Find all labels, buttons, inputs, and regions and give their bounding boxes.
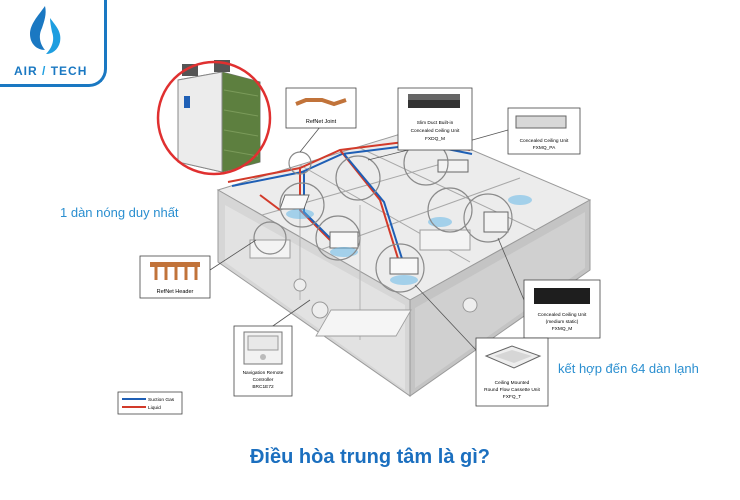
legend-liquid-label: Liquid	[148, 405, 161, 411]
label-refnet-header: RefNet Header	[139, 255, 211, 299]
concealed-pa-label-line2: FXMQ_PA	[533, 145, 556, 151]
logo-box: AIR / TECH	[0, 0, 107, 87]
slim-duct-label-line3: FXDQ_M	[425, 136, 445, 142]
indoor-callout: kết hợp đến 64 dàn lạnh	[558, 361, 699, 376]
slim-duct-label-line1: Slim Duct Built-in	[417, 120, 454, 126]
label-remote-controller: Navigation Remote Controller BRC1E72	[233, 325, 293, 397]
water-drop-logo-icon	[30, 6, 61, 54]
concealed-m-label-line3: FXMQ_M	[552, 326, 573, 332]
label-refnet-joint: RefNet Joint	[285, 87, 357, 129]
cassette-label-line2: Round Flow Cassette Unit	[484, 387, 540, 393]
concealed-pa-label-line1: Concealed Ceiling Unit	[520, 138, 569, 144]
pipe-legend: Suction Gas Liquid	[117, 391, 183, 415]
outdoor-unit	[177, 60, 261, 173]
remote-label-line1: Navigation Remote	[243, 370, 284, 376]
remote-label-line3: BRC1E72	[252, 384, 274, 390]
refnet-header-label: RefNet Header	[157, 289, 194, 295]
label-slim-duct: Slim Duct Built-in Concealed Ceiling Uni…	[397, 87, 473, 151]
cassette-label-line3: FXFQ_T	[503, 394, 521, 400]
outdoor-unit-highlight-circle	[156, 60, 272, 176]
callout-connectors	[209, 126, 525, 351]
concealed-m-label-line1: Concealed Ceiling Unit	[538, 312, 587, 318]
page-caption: Điều hòa trung tâm là gì?	[249, 446, 490, 468]
legend-suction-label: Suction Gas	[148, 397, 175, 403]
cassette-label-line1: Ceiling Mounted	[495, 380, 530, 386]
refnet-joint-label: RefNet Joint	[306, 119, 337, 125]
label-cassette: Ceiling Mounted Round Flow Cassette Unit…	[475, 337, 549, 407]
zoom-circles	[253, 140, 513, 293]
remote-label-line2: Controller	[253, 377, 274, 383]
concealed-m-label-line2: (medium static)	[546, 319, 579, 325]
building-floor-plan	[216, 127, 592, 397]
slim-duct-label-line2: Concealed Ceiling Unit	[411, 128, 460, 134]
indoor-units	[279, 159, 532, 285]
logo-wordmark: AIR / TECH	[14, 64, 88, 78]
label-concealed-pa: Concealed Ceiling Unit FXMQ_PA	[507, 107, 581, 155]
outdoor-callout: 1 dàn nóng duy nhất	[60, 205, 179, 220]
label-concealed-m: Concealed Ceiling Unit (medium static) F…	[523, 279, 601, 339]
